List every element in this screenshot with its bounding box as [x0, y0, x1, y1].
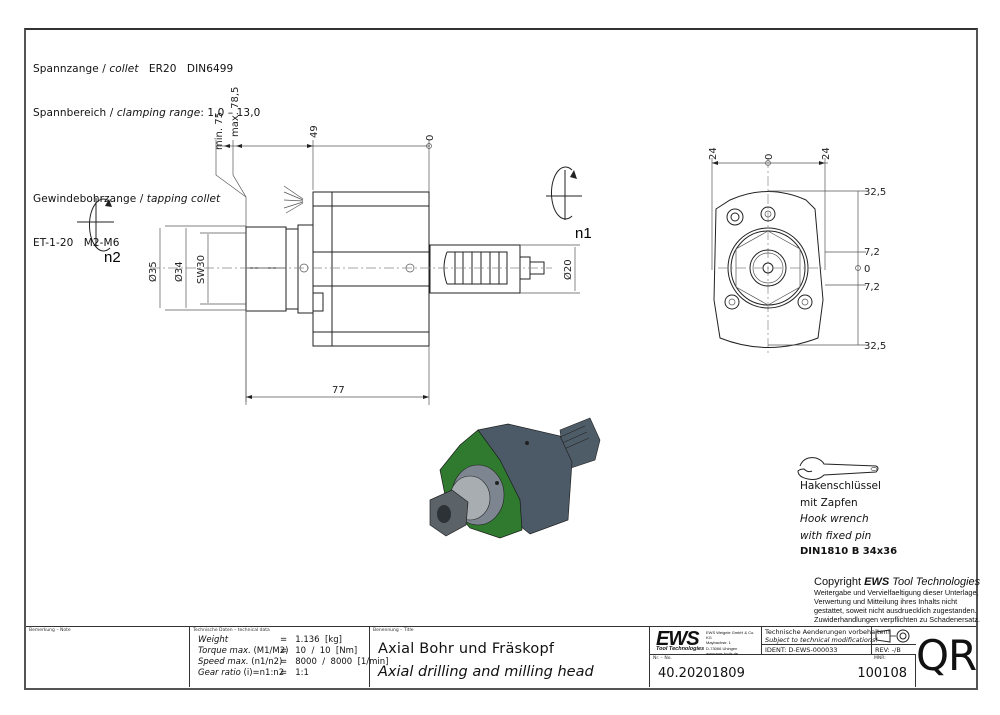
- label-n2: n2: [104, 249, 121, 266]
- change-notice-cell: Technische Aenderungen vorbehalten! Subj…: [762, 627, 890, 645]
- dim-min: min. 75: [214, 112, 225, 150]
- wrench-standard: DIN1810 B 34x36: [800, 546, 898, 557]
- copyright-line: gestattet, soweit nicht ausdruecklich zu…: [814, 606, 977, 615]
- tapping-collet-value: ET-1-20 M2-M6: [33, 236, 120, 249]
- drawing-frame: [24, 28, 978, 690]
- tech-row-speed: Speed max. (n1/n2)= 8000 / 8000 [1/min]: [198, 657, 389, 667]
- wrench-line-en1: Hook wrench: [800, 513, 869, 525]
- ident-value: IDENT: D-EWS-000033: [765, 646, 838, 654]
- change-notice-de: Technische Aenderungen vorbehalten!: [765, 628, 891, 636]
- copyright-line: Zuwiderhandlungen verpflichten zu Schade…: [814, 615, 980, 624]
- dim-d35: Ø35: [147, 261, 159, 282]
- drawing-title-en: Axial drilling and milling head: [378, 664, 594, 680]
- dim-d34: Ø34: [173, 261, 185, 282]
- dim-d20: Ø20: [562, 259, 574, 280]
- dim-0: 0: [425, 135, 436, 141]
- collet-line: Spannzange / collet ER20 DIN6499: [33, 63, 234, 75]
- copyright-title: Copyright EWS Tool Technologies: [814, 576, 981, 588]
- dim-front-left24: 24: [708, 147, 719, 160]
- copyright-notice: Copyright EWS Tool Technologies Weiterga…: [814, 576, 980, 624]
- side-view: min. 75 max. 78,5 49 0: [77, 87, 592, 405]
- projection-symbol: [872, 627, 916, 645]
- tech-data-cell: Technische Daten – technical data Weight…: [190, 627, 389, 687]
- company-address: EWS Weigele GmbH & Co. KG Maybachstr. 1 …: [706, 630, 755, 656]
- title-cell: Benennung – Title Axial Bohr und Fräskop…: [370, 627, 650, 687]
- dim-front-top325: 32,5: [864, 187, 886, 198]
- clamping-range-line: Spannbereich / clamping range: 1,0 – 13,…: [33, 106, 261, 119]
- isometric-model: [429, 417, 601, 539]
- drawing-title-de: Axial Bohr und Fräskopf: [378, 641, 555, 657]
- dim-front-bottom325: 32,5: [864, 341, 886, 352]
- copyright-line: Verwertung und Mitteilung ihres Inhalts …: [814, 597, 958, 606]
- company-cell: EWS Tool Technologies EWS Weigele GmbH &…: [650, 627, 762, 656]
- dim-front-up72: 7,2: [864, 247, 880, 258]
- number-label: Nr. – No.: [653, 656, 672, 661]
- copyright-line: Weitergabe und Vervielfaeltigung dieser …: [814, 588, 979, 597]
- dim-49: 49: [309, 125, 320, 138]
- hook-wrench-text: Hakenschlüssel mit Zapfen Hook wrench wi…: [800, 478, 897, 561]
- mnr-value: 100108: [857, 666, 907, 681]
- hook-wrench-icon: [797, 457, 879, 480]
- tech-row-weight: Weight= 1.136 [kg]: [198, 635, 342, 645]
- drawing-number: 40.20201809: [658, 666, 745, 681]
- dim-front-zero-top: 0: [764, 154, 775, 160]
- rev-cell: REV: -/B: [872, 645, 916, 655]
- wrench-line-en2: with fixed pin: [800, 529, 872, 542]
- dim-77: 77: [332, 385, 345, 396]
- ident-cell: IDENT: D-EWS-000033: [762, 645, 872, 655]
- projection-method-icon: [875, 629, 910, 643]
- note-label: Bemerkung – Note: [29, 628, 71, 633]
- tech-row-gear: Gear ratio (i)=n1:n2= 1:1: [198, 668, 309, 678]
- dim-sw30: SW30: [196, 255, 207, 284]
- dim-front-down72: 7,2: [864, 282, 880, 293]
- tech-data-label: Technische Daten – technical data: [193, 628, 270, 633]
- wrench-line-de1: Hakenschlüssel: [800, 480, 881, 492]
- spec-block: Spannzange / collet ER20 DIN6499 Spannbe…: [33, 33, 260, 265]
- tapping-collet-line: Gewindebohrzange / tapping collet: [33, 193, 221, 205]
- qr-cell: QR: [916, 627, 977, 687]
- dim-front-right24: 24: [821, 147, 832, 160]
- title-block: Bemerkung – Note Technische Daten – tech…: [26, 626, 977, 687]
- label-n1: n1: [575, 225, 592, 242]
- rev-value: REV: -/B: [875, 646, 901, 654]
- ews-logo: EWS: [656, 628, 700, 650]
- coolant-spray-icon: [283, 185, 304, 214]
- qr-label: QR: [916, 631, 977, 680]
- front-view: 24 0 24 32,5 7,2 0 7,2 32,5: [708, 147, 886, 355]
- rotation-n1-icon: [546, 166, 582, 220]
- wrench-line-de2: mit Zapfen: [800, 496, 858, 509]
- rotation-n2-icon: [77, 198, 114, 252]
- number-cell: Nr. – No. 40.20201809 MNR: 100108: [650, 655, 916, 687]
- dim-front-zero-right: 0: [864, 264, 870, 275]
- title-label: Benennung – Title: [373, 628, 414, 633]
- tech-row-torque: Torque max. (M1/M2)= 10 / 10 [Nm]: [198, 646, 358, 656]
- ews-logo-sub: Tool Technologies: [656, 646, 705, 652]
- mnr-label: MNR:: [874, 656, 886, 661]
- change-notice-en: Subject to technical modifications!: [765, 636, 878, 644]
- note-cell: Bemerkung – Note: [26, 627, 190, 687]
- dim-max: max. 78,5: [230, 87, 241, 137]
